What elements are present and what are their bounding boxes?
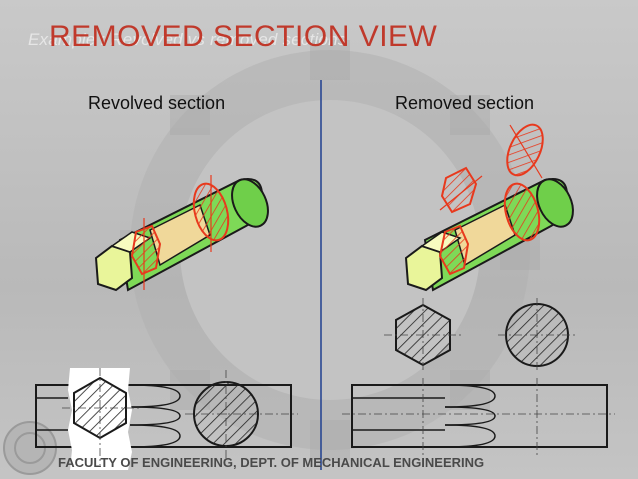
page-title: REMOVED SECTION VIEW	[49, 20, 438, 53]
revolved-section-label: Revolved section	[88, 93, 226, 113]
revolved-front-view	[35, 368, 298, 470]
removed-shaft-3d	[404, 123, 574, 292]
footer-text: FACULTY OF ENGINEERING, DEPT. OF MECHANI…	[58, 455, 485, 470]
removed-front-view	[342, 298, 615, 455]
background-title: Example : Revolved vs removed sections	[28, 30, 347, 49]
removed-section-label: Removed section	[395, 93, 535, 113]
revolved-shaft-3d	[94, 175, 269, 292]
